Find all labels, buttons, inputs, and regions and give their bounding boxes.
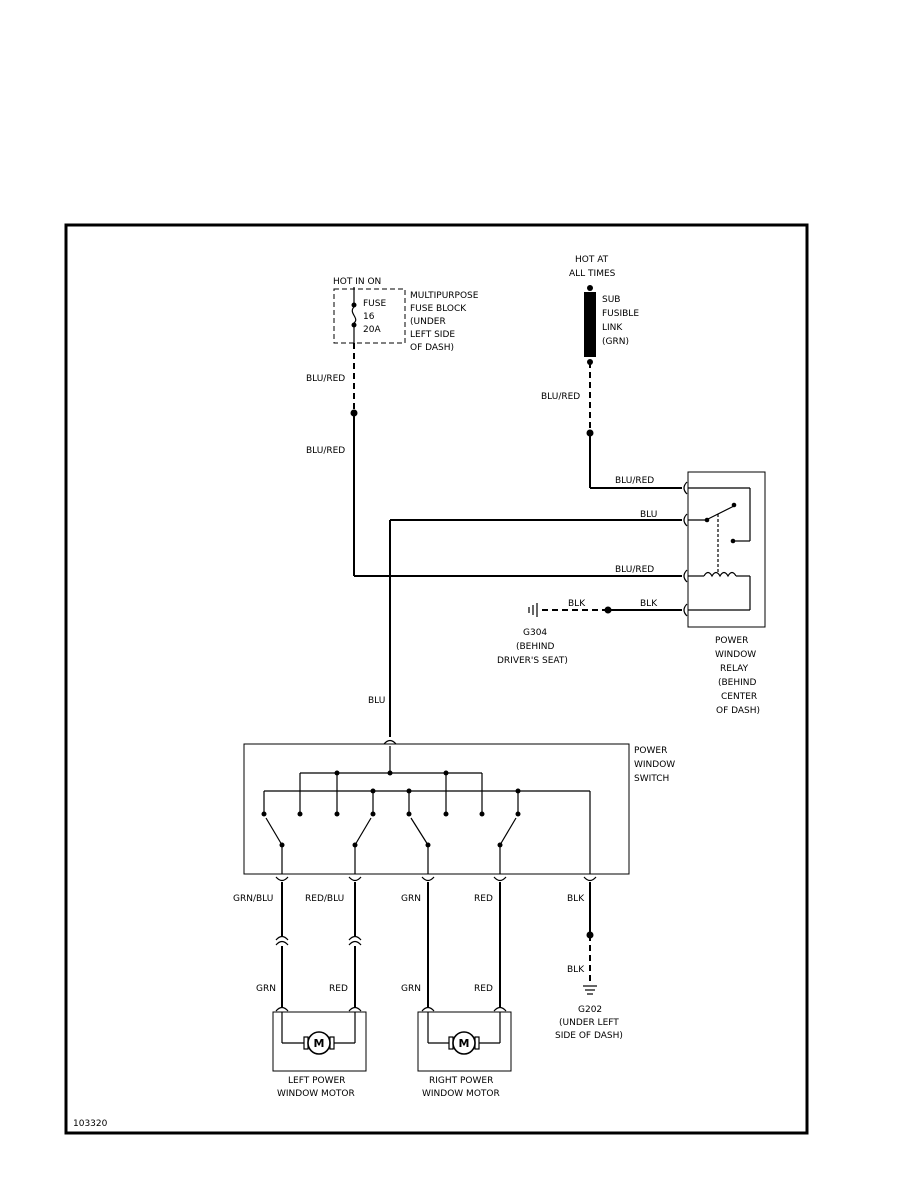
wire-label-g304: BLK [568,599,586,609]
fuse-block-label-5: OF DASH) [410,343,454,353]
g202-label-3: SIDE OF DASH) [555,1031,623,1041]
left-power-window-motor: M LEFT POWER WINDOW MOTOR [272,1006,367,1099]
left-motor-label-2: WINDOW MOTOR [277,1089,355,1099]
wire-label-sw-out2: RED/BLU [305,894,344,904]
relay-label-6: OF DASH) [716,706,760,716]
fuse-block-label-4: LEFT SIDE [410,330,455,340]
wire-label-right-motor-b: RED [474,984,493,994]
wire-label-sw-out1: GRN/BLU [233,894,273,904]
fuse-block-label-2: FUSE BLOCK [410,304,467,314]
relay-label-5: CENTER [721,692,757,702]
relay-label-3: RELAY [720,664,749,674]
sub-fusible-link: HOT AT ALL TIMES SUB FUSIBLE LINK (GRN) [569,255,639,365]
ground-g202-symbol [583,985,597,995]
wire-label-sw-out3: GRN [401,894,421,904]
link-label-3: LINK [602,323,623,333]
wire-label-relay-pin2: BLU [640,510,657,520]
wire-label-relay-pin3: BLU/RED [615,565,654,575]
wire-label-right-motor-a: GRN [401,984,421,994]
g304-label-2: (BEHIND [516,642,555,652]
g304-label-3: DRIVER'S SEAT) [497,656,568,666]
wire-label-fuse-out-upper: BLU/RED [306,374,345,384]
fuse-block: HOT IN ON FUSE 16 20A MULTIPURPOSE FUSE … [333,277,479,353]
g202-label-2: (UNDER LEFT [559,1018,619,1028]
wire-label-left-motor-a: GRN [256,984,276,994]
g202-label-1: G202 [578,1005,602,1015]
diagram-frame [64,223,809,1135]
right-motor-label-1: RIGHT POWER [429,1076,493,1086]
ground-g304-symbol [528,603,538,617]
wire-label-left-motor-b: RED [329,984,348,994]
wire-label-relay-pin1: BLU/RED [615,476,654,486]
wire-label-sw-out4: RED [474,894,493,904]
wire-label-link-out: BLU/RED [541,392,580,402]
left-motor-label-1: LEFT POWER [288,1076,345,1086]
wire-label-switch-feed: BLU [368,696,385,706]
fuse-name: FUSE [363,299,386,309]
relay-label-4: (BEHIND [718,678,757,688]
relay-label-2: WINDOW [715,650,756,660]
link-hot-label-2: ALL TIMES [569,269,616,279]
link-hot-label-1: HOT AT [575,255,609,265]
fuse-rating: 20A [363,325,381,335]
left-motor-symbol: M [314,1037,325,1050]
diagram-id: 103320 [73,1119,108,1129]
switch-label-3: SWITCH [634,774,669,784]
switch-label-2: WINDOW [634,760,675,770]
relay-label-1: POWER [715,636,748,646]
power-window-relay: POWER WINDOW RELAY (BEHIND CENTER OF DAS… [683,471,766,716]
wire-label-g202: BLK [567,965,585,975]
right-motor-symbol: M [459,1037,470,1050]
power-window-switch: POWER WINDOW SWITCH [243,739,675,875]
g304-label-1: G304 [523,628,547,638]
link-label-1: SUB [602,295,620,305]
link-label-4: (GRN) [602,337,629,347]
wire-label-fuse-out-lower: BLU/RED [306,446,345,456]
fuse-block-label-3: (UNDER [410,317,446,327]
switch-label-1: POWER [634,746,667,756]
fuse-number: 16 [363,312,375,322]
wire-label-sw-out5: BLK [567,894,585,904]
link-label-2: FUSIBLE [602,309,639,319]
wire-label-relay-pin4: BLK [640,599,658,609]
fuse-hot-label: HOT IN ON [333,277,381,287]
fuse-block-label-1: MULTIPURPOSE [410,291,479,301]
right-power-window-motor: M RIGHT POWER WINDOW MOTOR [417,1006,512,1099]
right-motor-label-2: WINDOW MOTOR [422,1089,500,1099]
